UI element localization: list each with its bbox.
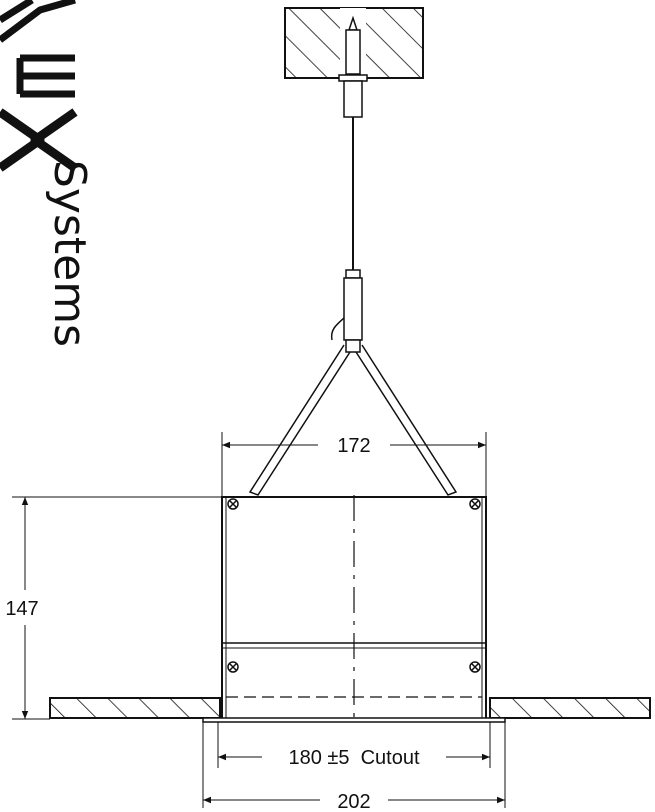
dimension-202-label: 202: [337, 791, 370, 812]
dimension-top-width: 172: [221, 432, 487, 497]
logo-mark: [0, 0, 78, 172]
suspension-cable: [330, 80, 363, 353]
ceiling-block: [284, 7, 424, 82]
dimension-height: 147: [5, 496, 222, 720]
speaker-enclosure: [221, 495, 487, 720]
brand-name: Systems: [44, 160, 95, 347]
brand-logo: Systems: [0, 0, 95, 347]
anchor-screw: [338, 15, 368, 82]
dimension-overall-width: 202: [202, 722, 506, 812]
ceiling-panel: [49, 697, 651, 723]
dimension-172-label: 172: [337, 435, 370, 457]
dimension-cutout: 180 ±5 Cutout: [217, 722, 491, 769]
screw-icon: [227, 498, 481, 673]
dimension-cutout-label: 180 ±5 Cutout: [288, 747, 420, 769]
dimension-147-label: 147: [5, 598, 38, 620]
suspension-bracket: [248, 344, 458, 496]
